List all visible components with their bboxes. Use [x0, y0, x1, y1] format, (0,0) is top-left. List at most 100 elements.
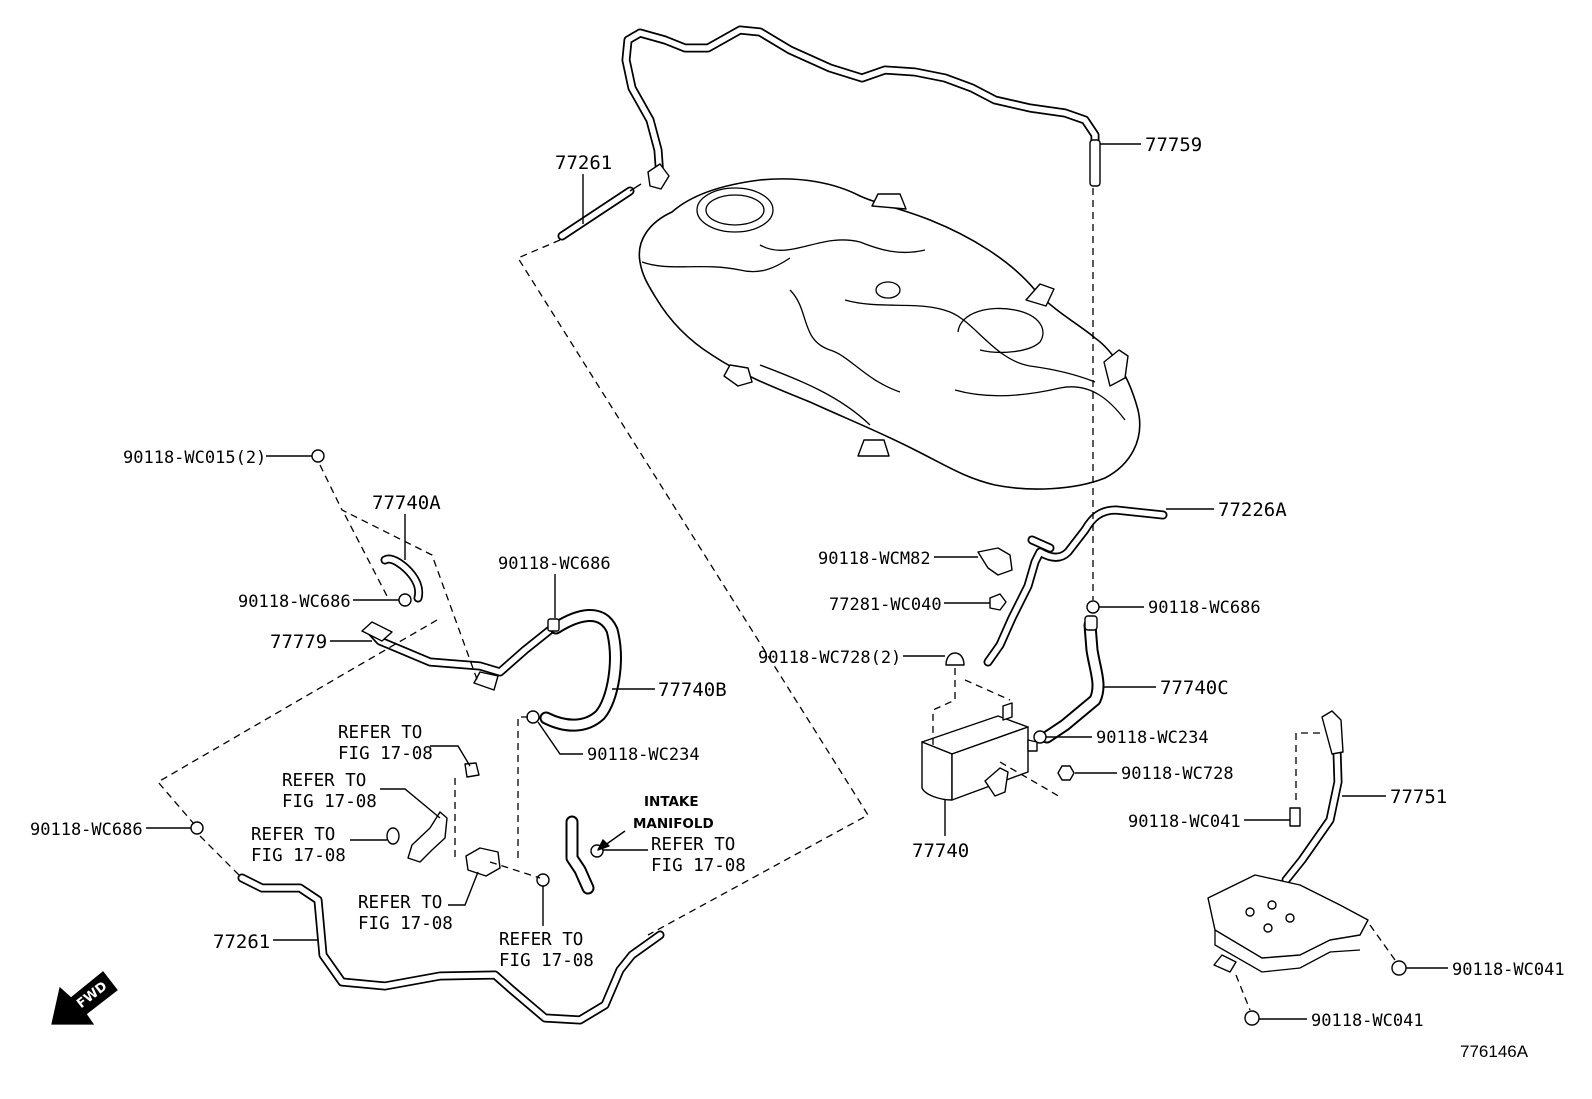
refer-note-0-line2: FIG 17-08	[338, 744, 433, 764]
tank-pump-bracket	[1103, 349, 1129, 387]
grommet-90118-WC728-b	[1057, 765, 1075, 781]
pipe-77759-hose-end	[1089, 139, 1101, 187]
refer-note-3-line1: REFER TO	[651, 835, 735, 855]
hose-77740C-inner	[1042, 620, 1103, 742]
tank-contour-1	[641, 257, 791, 273]
pipe-77261-lower-inner	[239, 875, 663, 1023]
clip-90118-WC686-c	[190, 821, 204, 835]
refer-note-1-line2: FIG 17-08	[282, 792, 377, 812]
callout-77261-bottom: 77261	[213, 931, 270, 953]
tank-bracket-top	[871, 193, 907, 210]
bolt-90118-WC041-a	[1289, 807, 1301, 827]
callout-90118-WC728-b: 90118-WC728	[1121, 764, 1234, 784]
pipe-77779-inner	[367, 627, 553, 675]
refer-note-5-line2: FIG 17-08	[499, 951, 594, 971]
canister-port-side	[1027, 739, 1038, 752]
bracket-hole-4	[1263, 923, 1273, 933]
tank-contour-4	[759, 364, 871, 426]
callout-90118-WC015: 90118-WC015(2)	[123, 448, 266, 468]
pipe-77261-lower	[237, 873, 665, 1025]
dash-right-2	[964, 679, 1011, 701]
pipe-77226A-inner	[985, 507, 1166, 665]
dash-right-4	[1295, 732, 1320, 805]
intake-arrow-head	[597, 839, 610, 851]
bracket-hole-1	[1245, 907, 1255, 917]
callout-90118-WC041-b: 90118-WC041	[1452, 960, 1565, 980]
refer-note-2-line2: FIG 17-08	[251, 846, 346, 866]
canister-port-top	[1002, 702, 1013, 721]
callout-77751: 77751	[1390, 786, 1447, 808]
callout-77261-top: 77261	[555, 152, 612, 174]
leader-ref-4	[448, 871, 479, 906]
fuel-tank	[638, 178, 1141, 490]
dash-left-6	[517, 716, 528, 858]
callout-90118-WC686-a: 90118-WC686	[498, 554, 611, 574]
bracket-upper-plate	[1321, 710, 1344, 755]
clip-90118-WC686-b	[547, 618, 560, 632]
dash-top-pipe	[517, 239, 869, 936]
dash-right-1	[932, 668, 956, 745]
callout-90118-WC041-c: 90118-WC041	[1311, 1011, 1424, 1031]
filler-opening	[696, 187, 774, 233]
bracket-hole-3	[1285, 913, 1295, 923]
dash-left-7	[489, 861, 541, 879]
callout-77740B: 77740B	[658, 679, 727, 701]
fuel-tank-outline	[638, 178, 1141, 490]
intake-label-line1: INTAKE	[644, 794, 699, 810]
grommet-90118-WC728-a	[945, 652, 965, 666]
callout-90118-WC234-b: 90118-WC234	[1096, 728, 1209, 748]
clamp-90118-WCM82	[977, 547, 1013, 576]
hose-to-intake-inner	[567, 817, 593, 893]
callout-90118-WC686-c: 90118-WC686	[30, 820, 143, 840]
callout-90118-WC728-a: 90118-WC728(2)	[758, 648, 901, 668]
dash-right-5	[1369, 924, 1396, 961]
callout-90118-WC234-a: 90118-WC234	[587, 745, 700, 765]
tank-contour-6	[954, 386, 1126, 421]
leader-wc234-a	[537, 721, 583, 755]
dash-right-6	[1235, 974, 1251, 1011]
refer-note-4-line2: FIG 17-08	[358, 914, 453, 934]
callout-77740C: 77740C	[1160, 677, 1229, 699]
refer-note-2-line1: REFER TO	[251, 825, 335, 845]
callout-77740: 77740	[912, 840, 969, 862]
tank-bracket-bottom	[857, 439, 890, 457]
refer-bracket	[407, 811, 448, 863]
bracket-tab-left	[1213, 954, 1237, 973]
pipe-77759-connector	[647, 163, 670, 190]
callout-77740A: 77740A	[372, 492, 441, 514]
fwd-arrow: FWD	[51, 971, 118, 1025]
clip-90118-WC686-a	[398, 593, 412, 607]
pipe-77261-upper-tip	[629, 183, 642, 192]
callout-77779: 77779	[270, 631, 327, 653]
fwd-arrow-icon	[51, 971, 118, 1025]
hose-77740B-inner	[541, 611, 620, 730]
hose-77740A-inner	[382, 556, 422, 601]
dash-left-1	[319, 464, 479, 683]
refer-note-0-line1: REFER TO	[338, 723, 422, 743]
tank-bracket-right	[1025, 283, 1055, 307]
clip-90118-WC234-a	[526, 710, 540, 724]
intake-label-line2: MANIFOLD	[633, 816, 714, 832]
nut-90118-WC041-b	[1391, 960, 1407, 976]
hose-77740C-end	[1084, 615, 1098, 631]
clip-77281-WC040	[989, 593, 1007, 611]
pipe-77779-bracket-right	[473, 671, 499, 691]
refer-note-4-line1: REFER TO	[358, 893, 442, 913]
pipe-77759-inner	[623, 27, 1098, 181]
canister-side-face	[951, 726, 1029, 801]
callout-77759: 77759	[1145, 134, 1202, 156]
callout-77226A: 77226A	[1218, 499, 1287, 521]
callout-90118-WCM82: 90118-WCM82	[818, 549, 931, 569]
callout-77281-WC040: 77281-WC040	[829, 595, 942, 615]
refer-valve	[465, 847, 501, 877]
pipe-77261-upper-inner	[559, 188, 633, 239]
figure-id: 776146A	[1460, 1042, 1529, 1061]
canister-bracket-77751	[1207, 710, 1369, 973]
refer-note-3-line2: FIG 17-08	[651, 856, 746, 876]
callout-90118-WC041-a: 90118-WC041	[1128, 812, 1241, 832]
bracket-hole-2	[1267, 900, 1277, 910]
pump-opening	[957, 307, 1044, 354]
callout-90118-WC686-b: 90118-WC686	[238, 592, 351, 612]
nut-90118-WC041-c	[1244, 1010, 1260, 1026]
canister-bracket	[984, 767, 1009, 797]
